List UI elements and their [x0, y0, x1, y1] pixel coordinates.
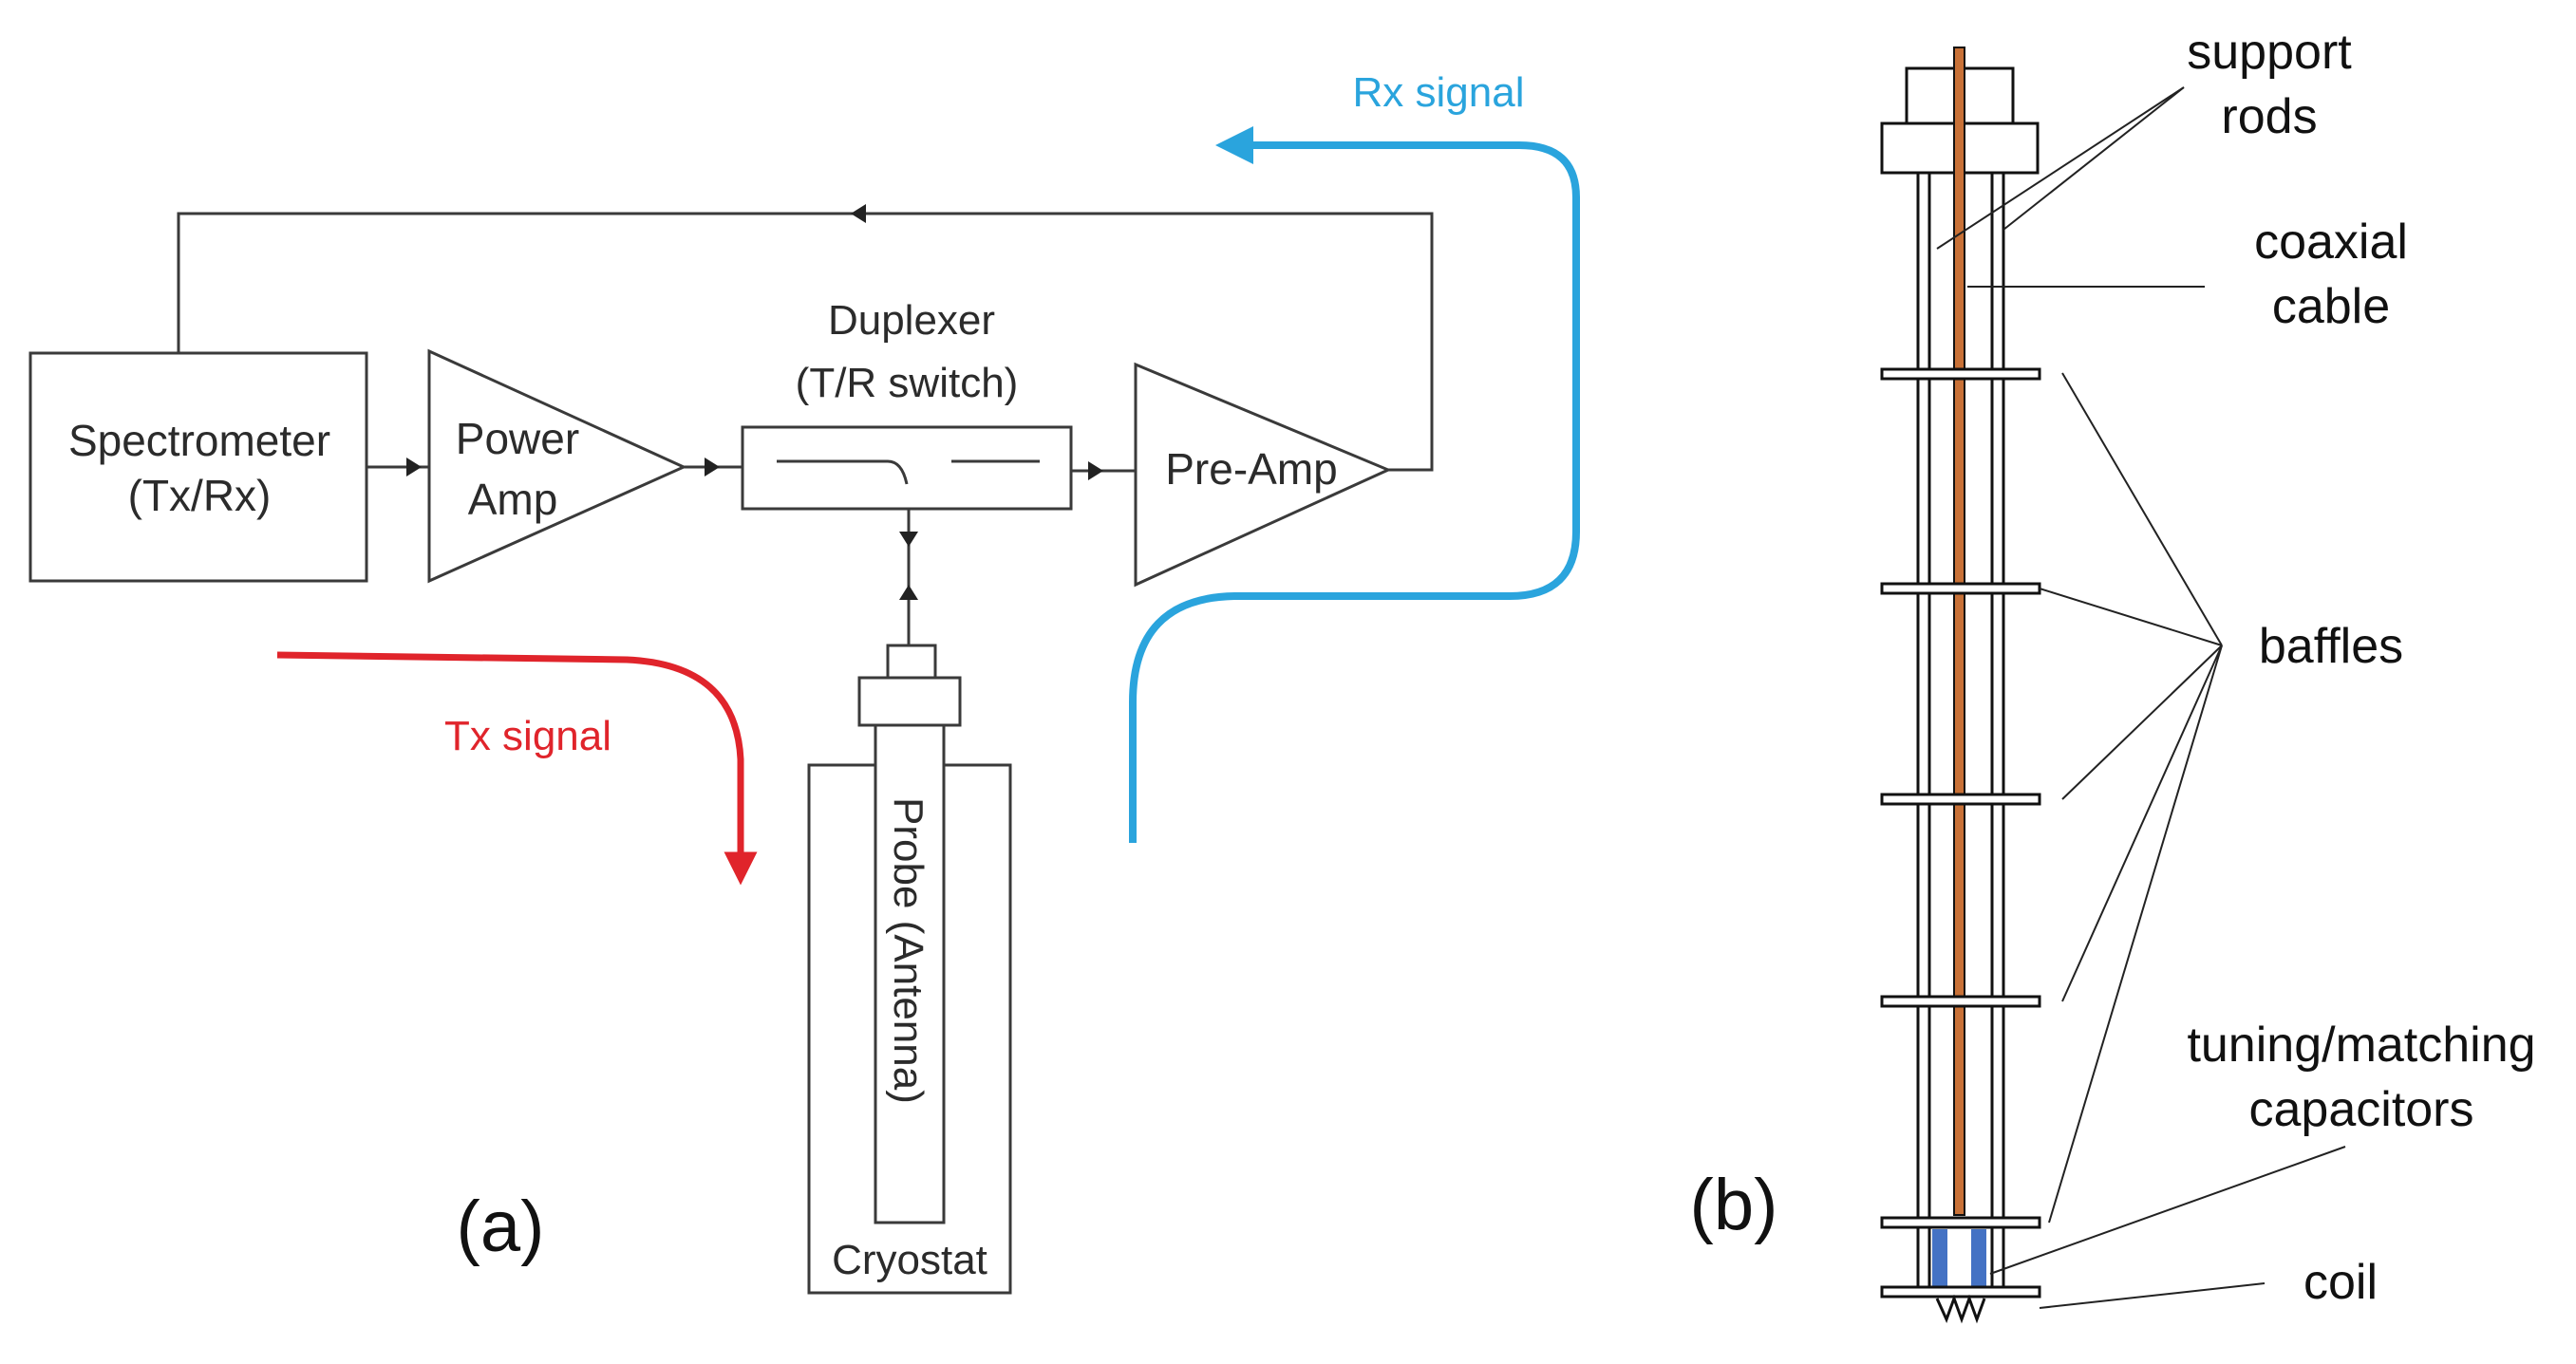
support-rods-pointer — [1936, 86, 2185, 250]
bottom-plate — [1880, 1285, 2041, 1299]
tx-signal-arrow — [276, 651, 758, 886]
duplexer-block — [741, 425, 1073, 511]
baffle — [1880, 793, 2041, 806]
power-amp-triangle — [427, 348, 687, 584]
tx-signal-label: Tx signal — [444, 713, 611, 759]
probe-connector-top — [886, 644, 937, 680]
duplexer-sublabel: (T/R switch) — [796, 360, 1019, 406]
coil-symbol — [1935, 1294, 1986, 1324]
support-rods-pointer — [2003, 86, 2185, 231]
coaxial-cable-sublabel: cable — [2272, 279, 2390, 334]
panel-b-label: (b) — [1690, 1165, 1778, 1245]
baffle — [1880, 995, 2041, 1008]
rx-signal-label: Rx signal — [1353, 69, 1525, 116]
power-amp-sublabel: Amp — [468, 475, 558, 524]
baffles-pointer — [2061, 372, 2223, 646]
feedback-wire — [177, 212, 1434, 472]
coil-label: coil — [2303, 1255, 2378, 1310]
baffle — [1880, 582, 2041, 595]
baffle — [1880, 367, 2041, 381]
baffles-pointer — [2061, 645, 2223, 1002]
probe-body — [874, 723, 946, 1224]
capacitor-right — [1971, 1229, 1986, 1288]
coil-pointer — [2039, 1282, 2266, 1309]
baffles-pointer — [2048, 645, 2223, 1224]
duplexer-switch-symbol — [777, 459, 909, 485]
support-rod-left — [1916, 171, 1931, 1293]
capacitor-left — [1932, 1229, 1947, 1288]
rx-signal-arrow — [1129, 126, 1580, 843]
cryostat-label: Cryostat — [832, 1237, 987, 1283]
probe-up-arrowhead — [899, 585, 918, 600]
pre-amp-label: Pre-Amp — [1165, 444, 1337, 494]
spec-to-amp-arrowhead — [406, 458, 422, 476]
baffles-pointer — [2039, 588, 2223, 646]
support-rods-label: support — [2187, 25, 2352, 80]
duplexer-to-preamp-arrowhead — [1088, 461, 1103, 480]
feedback-arrowhead — [851, 204, 866, 223]
support-rod-right — [1990, 171, 2005, 1293]
power-amp-label: Power — [456, 414, 579, 463]
spectrometer-block — [28, 351, 368, 583]
amp-to-duplexer-arrowhead — [705, 458, 720, 476]
baffles-pointer — [2061, 645, 2223, 800]
panel-a-label: (a) — [457, 1186, 545, 1267]
capacitors-pointer — [1989, 1146, 2346, 1275]
pre-amp-triangle — [1134, 362, 1392, 588]
duplexer-down-arrowhead — [899, 532, 918, 547]
spectrometer-label: Spectrometer — [68, 416, 330, 465]
probe-label: Probe (Antenna) — [885, 797, 931, 1104]
baffle — [1880, 1216, 2041, 1229]
panel-a: Spectrometer (Tx/Rx) Power Amp Duplexer … — [28, 69, 1580, 1295]
probe-connector-flange — [857, 676, 962, 727]
panel-b: support rods coaxial cable baffles tunin… — [1690, 25, 2536, 1324]
duplexer-label: Duplexer — [828, 297, 995, 344]
coaxial-cable — [1953, 47, 1965, 1216]
capacitors-sublabel: capacitors — [2249, 1082, 2474, 1137]
baffles-label: baffles — [2259, 619, 2403, 674]
spectrometer-sublabel: (Tx/Rx) — [128, 471, 272, 520]
coaxial-cable-label: coaxial — [2254, 215, 2408, 270]
capacitors-label: tuning/matching — [2187, 1018, 2535, 1073]
support-rods-sublabel: rods — [2221, 89, 2317, 144]
